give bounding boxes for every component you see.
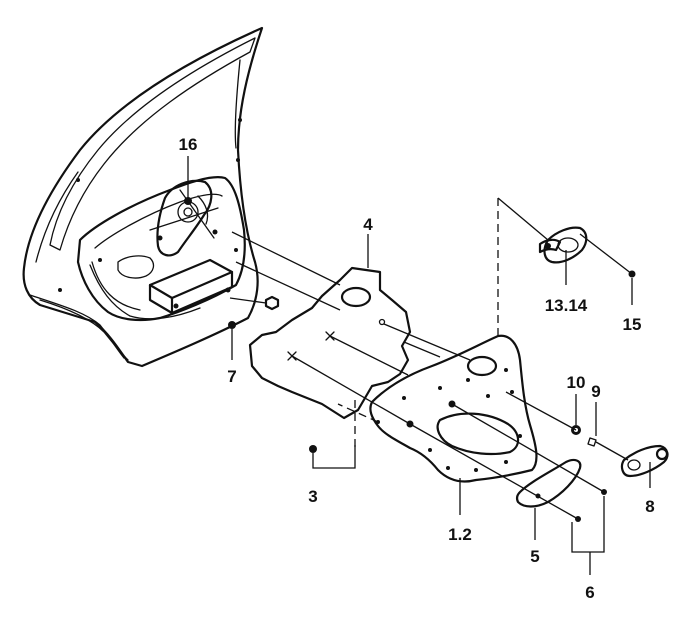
callout-8: 8 bbox=[645, 497, 654, 516]
callout-7: 7 bbox=[227, 367, 236, 386]
callout-6: 6 bbox=[585, 583, 594, 602]
door-trim-panel bbox=[369, 334, 538, 483]
callout-15: 15 bbox=[623, 315, 642, 334]
window-crank-handle bbox=[620, 444, 669, 478]
door-shell bbox=[22, 26, 264, 368]
callout-3: 3 bbox=[308, 487, 317, 506]
nut-fastener-icon bbox=[264, 295, 280, 311]
callout-9: 9 bbox=[591, 382, 600, 401]
explode-lines bbox=[229, 197, 633, 520]
inner-door-handle bbox=[538, 226, 588, 264]
insulator-sheet bbox=[248, 266, 412, 420]
callout-5: 5 bbox=[530, 547, 539, 566]
callout-16: 16 bbox=[179, 135, 198, 154]
callout-10: 10 bbox=[567, 373, 586, 392]
callout-4: 4 bbox=[363, 215, 373, 234]
callout-leaders bbox=[187, 156, 651, 575]
callout-1-2: 1.2 bbox=[448, 525, 472, 544]
callout-labels: 16 4 7 3 1.2 13.14 15 10 9 8 5 6 bbox=[179, 135, 655, 602]
callout-13-14: 13.14 bbox=[545, 296, 588, 315]
